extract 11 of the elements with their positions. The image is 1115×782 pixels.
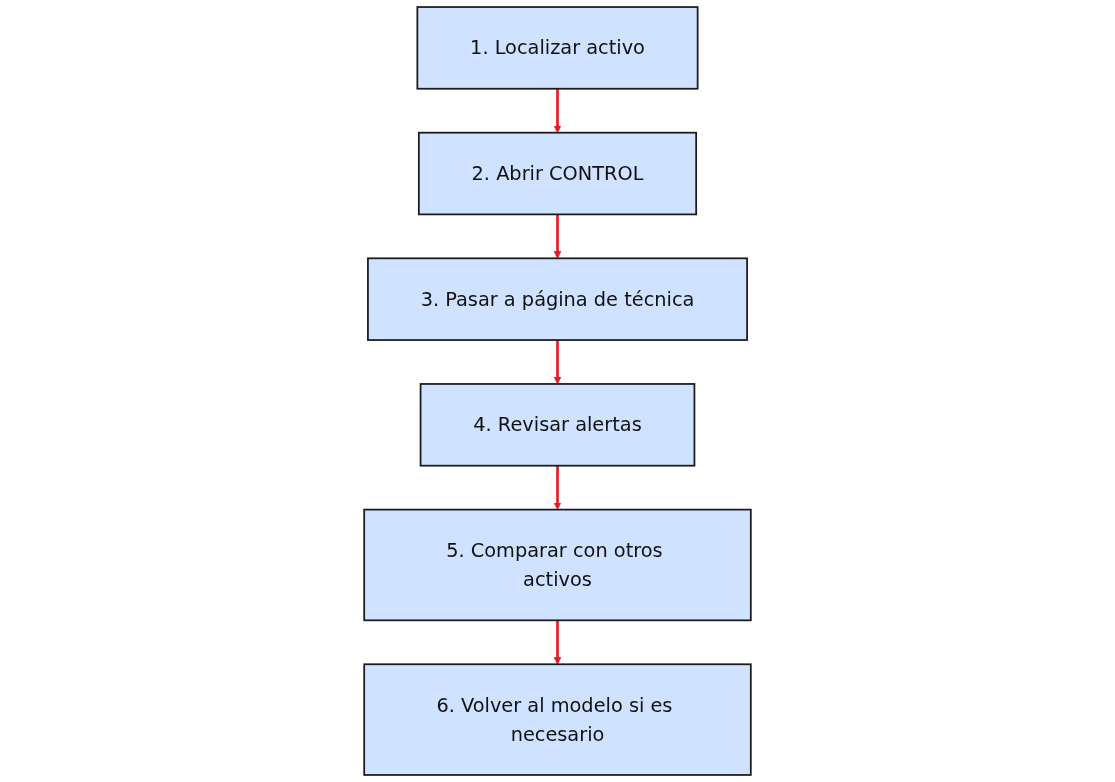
node-box: 3. Pasar a página de técnica <box>367 257 748 341</box>
node-box: 4. Revisar alertas <box>419 383 696 467</box>
arrow <box>553 340 562 385</box>
node-box: 2. Abrir CONTROL <box>417 131 698 216</box>
arrow <box>553 88 562 134</box>
node-box: 1. Localizar activo <box>416 6 699 90</box>
node-box: 6. Volver al modelo si es necesario <box>363 663 752 776</box>
arrow <box>553 465 562 510</box>
arrow <box>553 214 562 259</box>
node-box: 5. Comparar con otros activos <box>363 508 752 622</box>
arrow <box>553 620 562 665</box>
